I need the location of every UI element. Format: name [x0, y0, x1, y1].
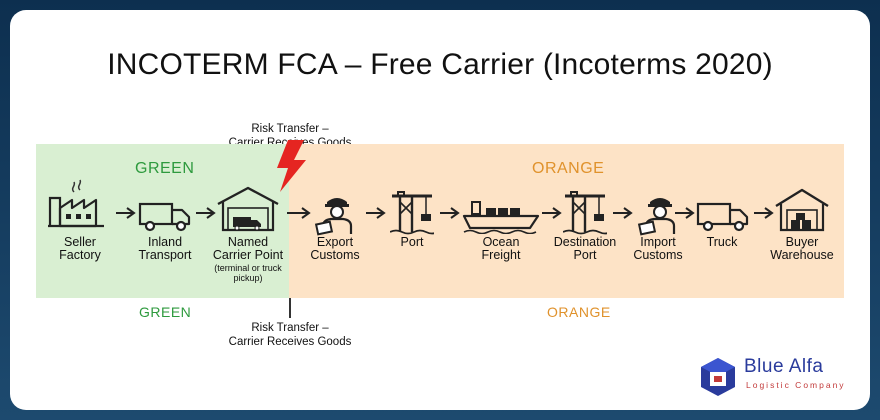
step-line1: Port: [400, 235, 424, 249]
step-label-export-customs: Export Customs: [280, 236, 390, 262]
step-label-ocean-freight: Ocean Freight: [446, 236, 556, 262]
step-label-named-carrier-point: Named Carrier Point (terminal or truck p…: [193, 235, 303, 284]
step-line1: Export: [316, 235, 354, 249]
step-label-port: Port: [357, 236, 467, 249]
buyer-zone-label-top: ORANGE: [532, 160, 605, 177]
risk-transfer-line2: Carrier Receives Goods: [228, 336, 352, 348]
buyer-zone-label-bottom: ORANGE: [547, 304, 611, 320]
truck-icon: [696, 202, 749, 232]
risk-transfer-line1: Risk Transfer –: [251, 123, 329, 135]
step-line2: Carrier Point: [212, 248, 284, 262]
risk-transfer-line1: Risk Transfer –: [251, 322, 329, 334]
step-line2: Freight: [481, 248, 521, 262]
step-line1: Seller: [64, 235, 96, 249]
step-line2: Port: [573, 248, 597, 262]
warehouse-icon: [217, 186, 279, 232]
blue-alfa-logo-icon: [701, 358, 735, 396]
step-line2: Warehouse: [770, 248, 834, 262]
seller-zone-label-top: GREEN: [135, 160, 195, 177]
warehouse-icon: [775, 188, 829, 232]
flow-arrow-icon: [613, 207, 633, 219]
step-label-import-customs: Import Customs: [603, 236, 713, 262]
customs-officer-icon: [314, 198, 353, 236]
flow-arrow-icon: [116, 207, 136, 219]
step-line1: Destination: [553, 235, 617, 249]
step-label-seller-factory: Seller Factory: [25, 236, 135, 262]
brand-tagline: Logistic Company: [746, 380, 846, 390]
diagram-title: INCOTERM FCA – Free Carrier (Incoterms 2…: [107, 48, 773, 81]
diagram-card: INCOTERM FCA – Free Carrier (Incoterms 2…: [10, 10, 870, 410]
step-line2: Transport: [138, 248, 192, 262]
step-line2: Customs: [633, 248, 683, 262]
risk-transfer-label-bottom: Risk Transfer – Carrier Receives Goods: [210, 321, 370, 349]
flow-arrow-icon: [754, 207, 774, 219]
step-label-destination-port: Destination Port: [530, 236, 640, 262]
step-line2: Customs: [310, 248, 360, 262]
step-line1: Buyer: [785, 235, 819, 249]
flow-arrow-icon: [675, 207, 695, 219]
factory-icon: [48, 179, 104, 228]
risk-transfer-divider: [289, 298, 291, 318]
step-sub-label: (terminal or truck pickup): [214, 263, 282, 283]
step-label-inland-transport: Inland Transport: [110, 236, 220, 262]
cargo-ship-icon: [462, 201, 540, 234]
truck-icon: [138, 202, 191, 232]
step-line1: Named: [227, 235, 269, 249]
step-label-truck: Truck: [667, 236, 777, 249]
step-line1: Inland: [147, 235, 183, 249]
step-label-buyer-warehouse: Buyer Warehouse: [747, 236, 857, 262]
port-crane-icon: [390, 191, 434, 235]
step-line2: Factory: [59, 248, 101, 262]
buyer-zone-band: [289, 144, 844, 298]
flow-arrow-icon: [440, 207, 460, 219]
flow-arrow-icon: [196, 207, 216, 219]
customs-officer-icon: [637, 198, 676, 236]
step-line1: Truck: [706, 235, 738, 249]
seller-zone-label-bottom: GREEN: [139, 304, 192, 320]
flow-arrow-icon: [287, 207, 311, 219]
lightning-bolt-icon: [277, 140, 306, 192]
step-line1: Ocean: [482, 235, 520, 249]
flow-arrow-icon: [366, 207, 386, 219]
flow-arrow-icon: [542, 207, 562, 219]
brand-name: Blue Alfa: [744, 356, 824, 377]
port-crane-icon: [563, 191, 607, 235]
step-line1: Import: [640, 235, 676, 249]
